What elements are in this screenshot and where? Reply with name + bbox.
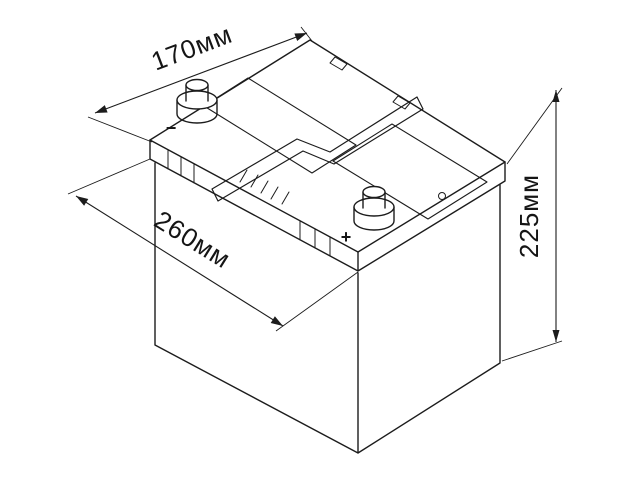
dimension-length-label: 260мм <box>149 204 236 274</box>
positive-terminal-post-side <box>362 191 386 209</box>
dimension-length-line <box>75 195 284 327</box>
negative-polarity-label: − <box>166 118 177 138</box>
vent-hole <box>438 192 446 200</box>
battery-body <box>154 162 501 454</box>
dimension-width-label: 170мм <box>147 19 236 77</box>
lip-ribs-front <box>299 220 331 257</box>
positive-terminal-base-top <box>353 197 395 217</box>
dimension-width-line <box>94 32 308 114</box>
lip-ribs-left <box>167 149 195 184</box>
positive-terminal-post-top <box>362 185 386 199</box>
positive-terminal <box>353 185 395 231</box>
negative-terminal-base-side <box>176 99 218 124</box>
positive-terminal-base-side <box>353 206 395 231</box>
negative-terminal <box>176 78 218 124</box>
dimension-width-extension-lines <box>87 26 313 143</box>
battery-lid-lip <box>149 139 506 272</box>
negative-terminal-post-side <box>185 84 209 102</box>
dimension-height-225: 225мм <box>501 87 563 362</box>
lid-handle-band <box>211 96 424 202</box>
dimension-height-label: 225мм <box>514 174 544 258</box>
dimension-height-extension-lines <box>501 87 563 362</box>
negative-terminal-post-top <box>185 78 209 92</box>
battery-outline-group <box>149 39 506 454</box>
lid-right-panel <box>332 123 488 220</box>
positive-polarity-label: + <box>341 227 352 247</box>
lid-left-panel <box>203 77 357 174</box>
negative-terminal-base-top <box>176 90 218 110</box>
vent-comb-top <box>239 169 290 205</box>
dimension-length-extension-lines <box>67 158 359 332</box>
lid-clip-tabs <box>329 56 411 110</box>
